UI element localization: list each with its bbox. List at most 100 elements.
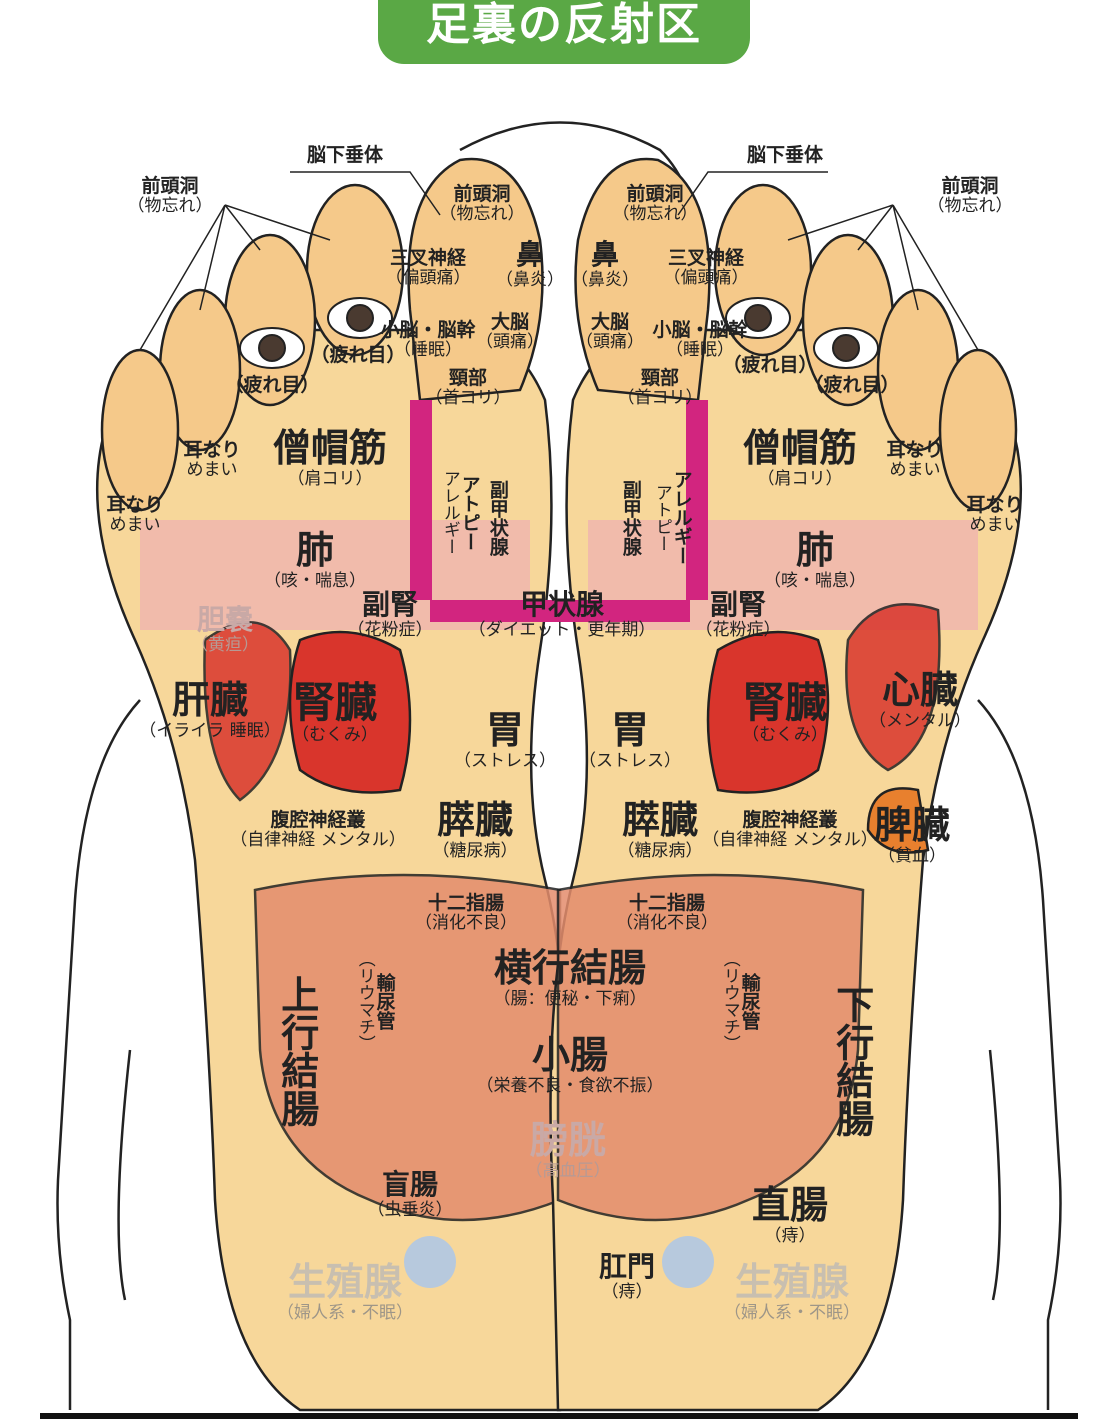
label-name: 鼻: [515, 238, 544, 271]
label-small-intestine: 小腸（栄養不良・食欲不振）: [476, 1034, 664, 1096]
label-note: （花粉症）: [695, 619, 781, 640]
label-frontal-sinus-left: 前頭洞（物忘れ）: [440, 184, 525, 224]
label-duodenum-right: 十二指腸（消化不良）: [616, 893, 718, 933]
label-name: 胃: [485, 708, 524, 752]
label-pituitary-right: 脳下垂体: [747, 145, 823, 166]
label-ear-left-2: 耳なりめまい: [106, 495, 163, 535]
label-parathyroid-right: 副甲状腺: [619, 480, 642, 556]
label-gonad-right: 生殖腺（婦人系・不眠）: [724, 1261, 860, 1323]
label-note: （花粉症）: [347, 619, 433, 640]
label-name: 三叉神経: [389, 247, 466, 269]
label-trapezius-left: 僧帽筋（肩コリ）: [272, 426, 388, 488]
label-note: めまい: [969, 514, 1021, 535]
label-note: （自律神経 メンタル）: [230, 829, 406, 850]
label-note: （婦人系・不眠）: [724, 1302, 860, 1323]
label-name: 耳なり: [886, 439, 944, 461]
label-name: 前頭洞: [626, 183, 684, 205]
label-name: 小脳・脳幹: [652, 319, 748, 341]
label-thyroid: 甲状腺（ダイエット・更年期）: [468, 588, 656, 640]
label-frontal-sinus-toes-right: 前頭洞（物忘れ）: [928, 176, 1013, 216]
label-lung-left: 肺（咳・喘息）: [264, 528, 366, 591]
label-name: 膀胱: [529, 1118, 606, 1162]
label-cerebellum-right: 小脳・脳幹（睡眠）: [652, 320, 747, 360]
label-note: めまい: [186, 459, 238, 480]
label-eyes-left-1: （疲れ目）: [310, 345, 405, 366]
label-name: 脳下垂体: [746, 144, 824, 166]
label-kidney-left: 腎臓（むくみ）: [292, 678, 378, 746]
label-name: 下行結腸: [829, 985, 874, 1137]
label-cerebrum-left: 大脳（頭痛）: [476, 312, 544, 352]
label-transverse-colon: 横行結腸（腸：便秘・下痢）: [493, 947, 647, 1009]
label-name: 耳なり: [106, 494, 164, 516]
label-duodenum-left: 十二指腸（消化不良）: [415, 893, 517, 933]
label-cerebrum-right: 大脳（頭痛）: [576, 312, 644, 352]
label-name: 上行結腸: [274, 975, 319, 1127]
label-note: （婦人系・不眠）: [277, 1302, 413, 1323]
label-anus: 肛門（痔）: [598, 1250, 656, 1302]
label-note: （メンタル）: [869, 710, 971, 731]
label-stomach-left: 胃（ストレス）: [454, 708, 556, 770]
label-name: 輸尿管: [738, 972, 761, 1030]
label-name: 腎臓: [292, 678, 377, 727]
label-gallbladder: 胆嚢（黄疸）: [191, 603, 259, 654]
label-name: 三叉神経: [667, 247, 744, 269]
label-note: （むくみ）: [742, 725, 828, 746]
label-name: 脳下垂体: [306, 144, 384, 166]
label-note: めまい: [889, 459, 941, 480]
label-name: 直腸: [751, 1183, 829, 1227]
label-adrenal-right: 副腎（花粉症）: [695, 589, 781, 640]
label-name: 頸部: [640, 367, 679, 389]
label-spleen: 脾臓（貧血）: [873, 803, 951, 865]
label-note: （首コリ）: [425, 387, 511, 408]
label-name: 僧帽筋: [742, 426, 858, 470]
label-note: （偏頭痛）: [385, 267, 471, 288]
label-neck-left: 頸部（首コリ）: [426, 368, 511, 408]
bottom-border: [40, 1413, 1078, 1419]
label-ascending-colon: 上行結腸: [274, 975, 319, 1127]
label-descending-colon: 下行結腸: [829, 985, 874, 1137]
label-note: （むくみ）: [292, 725, 378, 746]
label-note: （頭痛）: [476, 331, 544, 352]
label-name: 脾臓: [873, 803, 951, 847]
label-name: 盲腸: [381, 1168, 438, 1201]
label-note: （栄養不良・食欲不振）: [476, 1075, 664, 1096]
label-name: 胆嚢: [196, 603, 253, 636]
label-note: （物忘れ）: [612, 203, 698, 224]
label-note: （腸：便秘・下痢）: [493, 988, 647, 1009]
label-note: （肩コリ）: [757, 468, 843, 489]
label-note: （高血圧）: [525, 1160, 611, 1181]
label-ear-right-2: 耳なりめまい: [966, 495, 1023, 535]
label-trapezius-right: 僧帽筋（肩コリ）: [742, 426, 858, 489]
leader-lines: [139, 171, 979, 351]
label-lung-right: 肺（咳・喘息）: [764, 528, 866, 590]
label-name: 大脳: [490, 311, 529, 333]
label-name: 肛門: [598, 1250, 656, 1283]
label-note: （咳・喘息）: [264, 570, 366, 591]
label-name: 副甲状腺: [619, 480, 642, 556]
label-name: 甲状腺: [519, 588, 604, 621]
label-note: （睡眠）: [393, 339, 462, 360]
label-name: 肺: [295, 528, 334, 572]
label-name: 僧帽筋: [272, 426, 388, 470]
label-trigeminal-right: 三叉神経（偏頭痛）: [664, 248, 749, 288]
label-note: （ダイエット・更年期）: [468, 619, 656, 640]
label-neck-right: 頸部（首コリ）: [618, 368, 703, 408]
label-name: 十二指腸: [427, 892, 504, 914]
label-ureter-right: 輸尿管（リウマチ）: [720, 950, 761, 1052]
label-adrenal-left: 副腎（花粉症）: [347, 589, 433, 640]
label-note: （糖尿病）: [617, 840, 703, 861]
label-name: 副甲状腺: [486, 480, 509, 556]
label-celiac-left: 腹腔神経叢（自律神経 メンタル）: [230, 810, 405, 850]
label-name: 十二指腸: [628, 892, 705, 914]
label-note: アトピー: [651, 483, 672, 552]
label-name: 大脳: [590, 311, 629, 333]
label-note: （痔）: [601, 1281, 653, 1302]
label-allergy-left: アトピーアレルギー: [440, 470, 481, 555]
label-frontal-sinus-right: 前頭洞（物忘れ）: [613, 184, 698, 224]
label-name: アトピー: [458, 474, 481, 551]
label-bladder: 膀胱（高血圧）: [525, 1118, 611, 1181]
label-note: （消化不良）: [415, 912, 517, 933]
label-name: 肺: [795, 528, 834, 572]
label-name: 胃: [610, 708, 649, 752]
